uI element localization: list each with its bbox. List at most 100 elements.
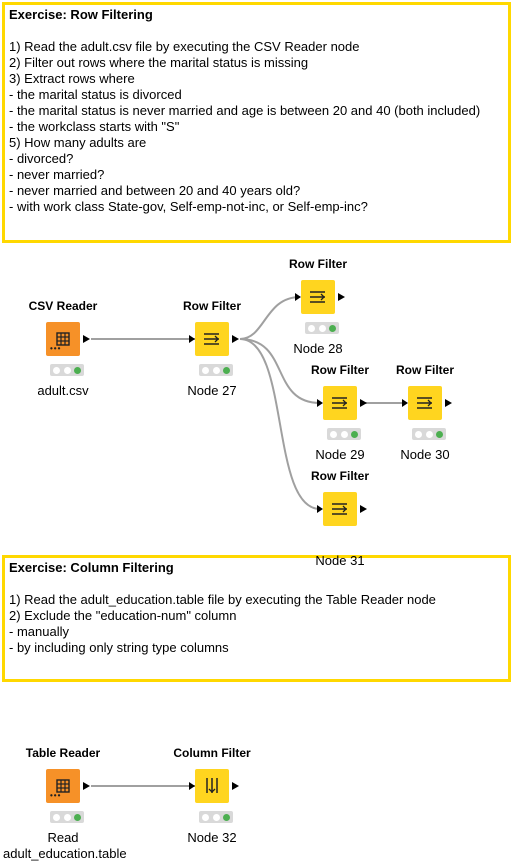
output-port[interactable] [83,782,90,790]
annotation-column-filtering[interactable]: Exercise: Column Filtering 1) Read the a… [2,555,511,682]
annotation-line: 2) Filter out rows where the marital sta… [9,55,309,70]
node-status-indicator [199,364,233,376]
connection-wire [239,296,301,340]
annotation-line: - the workclass starts with "S" [9,119,180,134]
node-type-label: Row Filter [182,299,241,313]
annotation-title: Exercise: Row Filtering [9,7,153,22]
node-status-indicator [50,811,84,823]
node-name-label[interactable]: Node 31 [315,553,365,568]
node-type-label: Table Reader [25,746,101,760]
row-filter-icon[interactable] [408,386,442,420]
output-port[interactable] [232,335,239,343]
node-type-label: Row Filter [288,257,347,271]
node-status-indicator [327,428,361,440]
annotation-row-filtering[interactable]: Exercise: Row Filtering 1) Read the adul… [2,2,511,243]
node-type-label: CSV Reader [28,299,98,313]
table-reader-icon[interactable]: ••• [46,769,80,803]
connection-wire [239,338,321,404]
column-filter-glyph [206,778,218,793]
status-light-red [415,430,423,438]
status-light-green [350,430,358,438]
table-icon [56,332,70,346]
table-reader-icon[interactable]: ••• [46,322,80,356]
input-port[interactable] [317,399,323,407]
row-filter-glyph [417,397,432,409]
node-type-label: Row Filter [395,363,454,377]
annotation-title: Exercise: Column Filtering [9,560,174,575]
node-type-label: Row Filter [310,363,369,377]
status-light-red [330,430,338,438]
input-port[interactable] [402,399,408,407]
node-name-label[interactable]: Node 30 [400,447,450,462]
status-light-yellow [63,813,71,821]
status-light-yellow [212,813,220,821]
input-port[interactable] [189,335,195,343]
annotation-line: 3) Extract rows where [9,71,135,86]
output-port[interactable] [338,293,345,301]
status-light-green [435,430,443,438]
annotation-line: 1) Read the adult.csv file by executing … [9,39,360,54]
annotation-line: - divorced? [9,151,74,166]
output-port[interactable] [83,335,90,343]
annotation-line: - never married and between 20 and 40 ye… [9,183,301,198]
status-light-yellow [425,430,433,438]
node-status-indicator [305,322,339,334]
node-status-indicator [50,364,84,376]
status-light-red [53,813,61,821]
annotation-line: - with work class State-gov, Self-emp-no… [9,199,368,214]
row-filter-icon[interactable] [323,386,357,420]
status-light-green [328,324,336,332]
column-filter-icon[interactable] [195,769,229,803]
row-filter-glyph [332,503,347,515]
dots-icon: ••• [50,344,62,353]
status-light-red [53,366,61,374]
annotation-line: 2) Exclude the "education-num" column [9,608,237,623]
input-port[interactable] [317,505,323,513]
status-light-yellow [63,366,71,374]
status-light-yellow [318,324,326,332]
input-port[interactable] [189,782,195,790]
status-light-green [73,366,81,374]
row-filter-icon[interactable] [301,280,335,314]
annotation-line: - manually [9,624,69,639]
status-light-green [73,813,81,821]
node-name-label[interactable]: Node 28 [293,341,343,356]
output-port[interactable] [360,505,367,513]
annotation-line: - by including only string type columns [9,640,229,655]
status-light-green [222,366,230,374]
row-filter-glyph [310,291,325,303]
output-port[interactable] [445,399,452,407]
node-name-label[interactable]: Node 27 [187,383,237,398]
table-icon [56,779,70,793]
status-light-red [202,813,210,821]
node-name-label[interactable]: Node 32 [187,830,237,845]
annotation-line: - never married? [9,167,105,182]
output-port[interactable] [232,782,239,790]
node-type-label: Row Filter [310,469,369,483]
status-light-yellow [340,430,348,438]
node-name-label[interactable]: Read adult_education.table [3,830,127,862]
status-light-yellow [212,366,220,374]
annotation-line: 5) How many adults are [9,135,147,150]
status-light-green [222,813,230,821]
connection-wire [239,338,321,510]
annotation-line: 1) Read the adult_education.table file b… [9,592,436,607]
annotation-line: - the marital status is never married an… [9,103,481,118]
annotation-line: - the marital status is divorced [9,87,182,102]
output-port[interactable] [360,399,367,407]
dots-icon: ••• [50,791,62,800]
row-filter-icon[interactable] [195,322,229,356]
node-status-indicator [199,811,233,823]
status-light-red [202,366,210,374]
node-name-label[interactable]: adult.csv [37,383,89,398]
row-filter-icon[interactable] [323,492,357,526]
input-port[interactable] [295,293,301,301]
node-name-label[interactable]: Node 29 [315,447,365,462]
node-status-indicator [412,428,446,440]
node-type-label: Column Filter [173,746,251,760]
node-name-line: Read [47,830,79,845]
row-filter-glyph [204,333,219,345]
status-light-red [308,324,316,332]
node-name-line: adult_education.table [3,846,127,861]
